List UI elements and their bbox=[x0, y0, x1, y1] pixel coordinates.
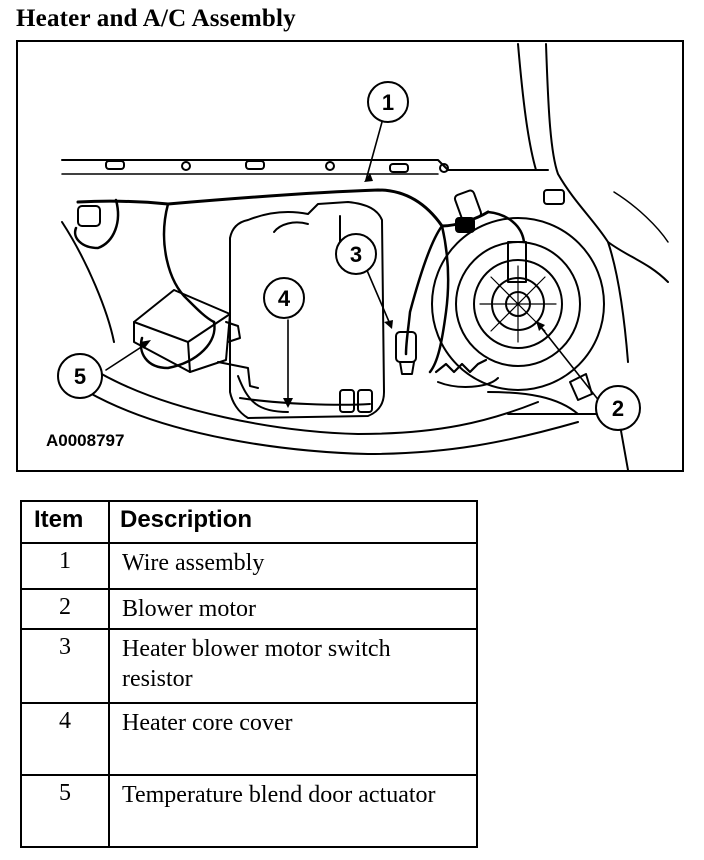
firewall-edge bbox=[545, 43, 629, 363]
callout-3: 3 bbox=[335, 233, 377, 275]
item-number: 1 bbox=[20, 542, 110, 590]
legend-table: Item Description 1 Wire assembly 2 Blowe… bbox=[20, 500, 478, 848]
wire-assembly-shape bbox=[76, 188, 490, 228]
heater-core-cover-shape bbox=[229, 201, 385, 419]
callout-4-label: 4 bbox=[278, 286, 291, 311]
table-row: 1 Wire assembly bbox=[20, 542, 478, 590]
dash-top-edge bbox=[61, 159, 549, 171]
actuator-shape bbox=[133, 289, 231, 373]
assembly-illustration: 1 3 4 5 2 A0008797 bbox=[16, 40, 684, 472]
table-row: 3 Heater blower motor switch resistor bbox=[20, 628, 478, 704]
item-number: 4 bbox=[20, 702, 110, 776]
callout-1: 1 bbox=[367, 81, 409, 123]
item-number: 5 bbox=[20, 774, 110, 848]
item-description: Heater core cover bbox=[108, 702, 478, 776]
item-description: Wire assembly bbox=[108, 542, 478, 590]
callout-2: 2 bbox=[595, 385, 641, 431]
callout-5-label: 5 bbox=[74, 364, 86, 389]
item-column-header: Item bbox=[20, 500, 110, 544]
assembly-drawing: 1 3 4 5 2 A0008797 bbox=[46, 43, 669, 470]
callout-5: 5 bbox=[57, 353, 103, 399]
table-row: 5 Temperature blend door actuator bbox=[20, 774, 478, 848]
blower-housing-shape bbox=[431, 217, 605, 391]
description-column-header: Description bbox=[108, 500, 478, 544]
page-title: Heater and A/C Assembly bbox=[16, 5, 296, 32]
callout-1-label: 1 bbox=[382, 90, 394, 115]
table-row: 2 Blower motor bbox=[20, 588, 478, 630]
callout-3-label: 3 bbox=[350, 242, 362, 267]
item-number: 2 bbox=[20, 588, 110, 630]
figure-id-label: A0008797 bbox=[46, 431, 124, 450]
item-description: Temperature blend door actuator bbox=[108, 774, 478, 848]
item-description: Heater blower motor switch resistor bbox=[108, 628, 478, 704]
callout-2-label: 2 bbox=[612, 396, 624, 421]
table-row: 4 Heater core cover bbox=[20, 702, 478, 776]
item-description: Blower motor bbox=[108, 588, 478, 630]
legend-header-row: Item Description bbox=[20, 500, 478, 544]
callout-4: 4 bbox=[263, 277, 305, 319]
item-number: 3 bbox=[20, 628, 110, 704]
